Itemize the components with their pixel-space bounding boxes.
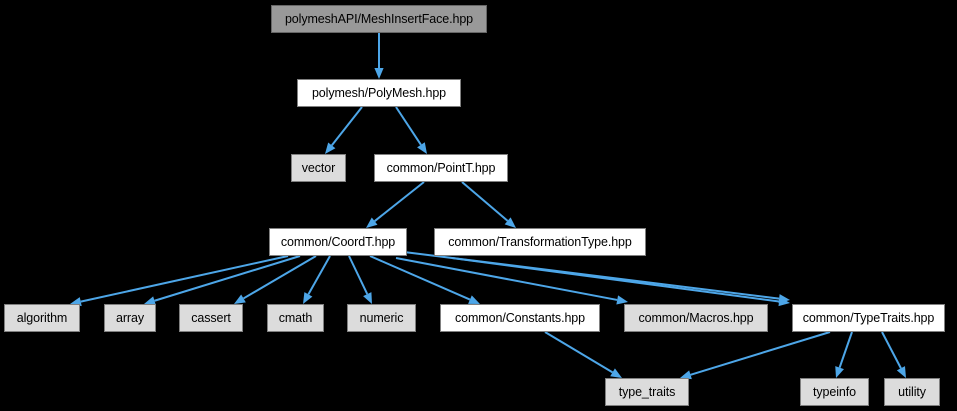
graph-edge-meshinsertface-to-polymesh	[374, 33, 384, 79]
graph-node-label: common/Macros.hpp	[638, 310, 754, 325]
graph-node-macros[interactable]: common/Macros.hpp	[624, 304, 768, 332]
graph-node-label: polymeshAPI/MeshInsertFace.hpp	[284, 11, 474, 26]
edge-line	[242, 255, 317, 300]
edge-arrowhead	[374, 68, 384, 79]
graph-node-label: common/TypeTraits.hpp	[802, 310, 935, 325]
edge-line	[838, 331, 853, 368]
graph-edge-typetraits_hpp-to-utility	[881, 331, 906, 378]
graph-node-label: typeinfo	[813, 384, 856, 399]
graph-edge-pointt-to-transformation	[461, 181, 516, 228]
graph-node-array[interactable]: array	[104, 304, 156, 332]
edge-arrowhead	[835, 366, 844, 378]
graph-node-label: cmath	[278, 310, 313, 325]
graph-node-label: algorithm	[16, 310, 68, 325]
graph-edge-pointt-to-coordt	[366, 181, 425, 228]
graph-edge-coordt-to-array	[144, 255, 301, 306]
graph-node-typeinfo[interactable]: typeinfo	[800, 378, 869, 406]
edge-line	[690, 331, 831, 376]
edge-line	[373, 181, 425, 222]
edge-arrowhead	[778, 296, 790, 307]
edge-arrowhead	[468, 295, 480, 304]
edge-line	[395, 106, 422, 146]
edge-line	[403, 251, 780, 300]
edge-arrowhead	[417, 142, 427, 154]
edge-line	[80, 255, 289, 303]
graph-node-cmath[interactable]: cmath	[267, 304, 324, 332]
edge-arrowhead	[366, 217, 378, 228]
graph-node-coordt[interactable]: common/CoordT.hpp	[269, 228, 407, 256]
graph-node-label: utility	[898, 384, 926, 399]
graph-node-vector[interactable]: vector	[291, 154, 346, 182]
graph-edge-polymesh-to-pointt	[395, 106, 427, 154]
edge-arrowhead	[610, 368, 622, 378]
graph-edge-coordt-to-cassert	[234, 255, 317, 304]
edge-arrowhead	[896, 366, 906, 378]
edge-line	[331, 106, 363, 146]
graph-node-label: common/CoordT.hpp	[280, 234, 396, 249]
graph-edge-coordt-to-cmath	[303, 255, 331, 304]
graph-edge-coordt-to-numeric	[348, 255, 372, 304]
graph-node-meshinsertface[interactable]: polymeshAPI/MeshInsertFace.hpp	[271, 5, 487, 33]
graph-node-algorithm[interactable]: algorithm	[4, 304, 80, 332]
graph-edge-coordt-to-algorithm	[70, 255, 289, 307]
edge-line	[881, 331, 902, 369]
graph-node-label: polymesh/PolyMesh.hpp	[311, 85, 447, 100]
graph-edge-coordt-to-macros	[395, 257, 628, 305]
edge-arrowhead	[778, 294, 790, 304]
edge-arrowhead	[325, 142, 336, 154]
graph-edge-constants-to-type_traits	[544, 331, 622, 378]
edge-line	[395, 257, 618, 301]
graph-node-label: type_traits	[618, 384, 676, 399]
edge-line	[154, 255, 301, 302]
edge-arrowhead	[234, 294, 246, 304]
edge-line	[544, 331, 614, 374]
graph-edge-typetraits_hpp-to-type_traits	[680, 331, 831, 380]
graph-node-pointt[interactable]: common/PointT.hpp	[374, 154, 508, 182]
graph-node-polymesh[interactable]: polymesh/PolyMesh.hpp	[297, 79, 461, 107]
graph-node-utility[interactable]: utility	[884, 378, 940, 406]
graph-node-label: numeric	[359, 310, 404, 325]
edge-line	[461, 181, 509, 222]
edge-arrowhead	[303, 292, 313, 304]
graph-edge-coordt-to-constants	[369, 255, 480, 304]
graph-node-label: common/Constants.hpp	[454, 310, 585, 325]
edge-line	[369, 255, 471, 301]
graph-edge-polymesh-to-vector	[325, 106, 363, 154]
graph-edge-transformation-to-typetraits_hpp	[451, 257, 790, 307]
graph-node-constants[interactable]: common/Constants.hpp	[440, 304, 600, 332]
graph-edge-coordt-to-typetraits_hpp	[403, 251, 790, 304]
graph-node-type_traits[interactable]: type_traits	[605, 378, 689, 406]
graph-node-transformation[interactable]: common/TransformationType.hpp	[434, 228, 646, 256]
graph-node-label: common/PointT.hpp	[386, 160, 496, 175]
graph-node-cassert[interactable]: cassert	[179, 304, 243, 332]
graph-node-label: array	[116, 310, 144, 325]
edge-arrowhead	[363, 292, 372, 304]
graph-edge-typetraits_hpp-to-typeinfo	[835, 331, 853, 378]
graph-node-label: common/TransformationType.hpp	[448, 234, 632, 249]
edge-line	[348, 255, 369, 295]
graph-node-label: cassert	[191, 310, 231, 325]
graph-node-numeric[interactable]: numeric	[347, 304, 416, 332]
graph-node-typetraits_hpp[interactable]: common/TypeTraits.hpp	[792, 304, 945, 332]
edge-line	[451, 257, 780, 303]
graph-node-label: vector	[301, 160, 336, 175]
edge-line	[307, 255, 331, 295]
edge-arrowhead	[504, 217, 516, 228]
